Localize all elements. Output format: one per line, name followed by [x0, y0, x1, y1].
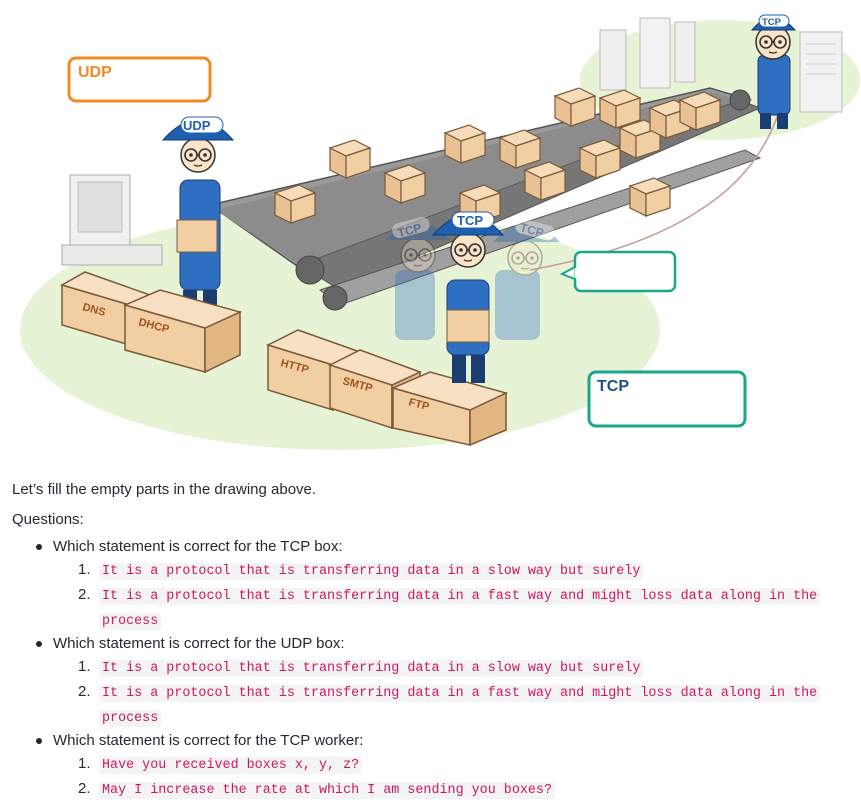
- option-item: 1. It is a protocol that is transferring…: [78, 558, 852, 583]
- question-text: Which statement is correct for the TCP w…: [53, 730, 852, 752]
- tcp-udp-illustration: UDP UDP DNS DHCP HTTP SMTP: [0, 0, 861, 470]
- option-item: 2. It is a protocol that is transferring…: [78, 583, 852, 633]
- option-item: 1. Have you received boxes x, y, z?: [78, 752, 852, 777]
- tcp-box-label: TCP: [597, 378, 629, 395]
- tcp-worker-cap-label: TCP: [457, 213, 483, 228]
- options-list: 1. Have you received boxes x, y, z? 2. M…: [53, 752, 852, 802]
- questions-heading: Questions:: [12, 510, 852, 530]
- option-number: 2.: [78, 680, 91, 703]
- tcp-worker-speech-bubble: [562, 252, 675, 291]
- udp-box-label: UDP: [78, 64, 112, 81]
- option-number: 1.: [78, 752, 91, 775]
- question-content: Let’s fill the empty parts in the drawin…: [12, 480, 852, 802]
- bullet-icon: [36, 738, 42, 744]
- option-item: 2. May I increase the rate at which I am…: [78, 777, 852, 802]
- option-item: 1. It is a protocol that is transferring…: [78, 655, 852, 680]
- udp-box: UDP: [69, 58, 210, 101]
- option-text: It is a protocol that is transferring da…: [99, 588, 820, 630]
- option-text: It is a protocol that is transferring da…: [99, 563, 643, 580]
- udp-worker-cap-label: UDP: [183, 118, 211, 133]
- question-text: Which statement is correct for the TCP b…: [53, 536, 852, 558]
- question-text: Which statement is correct for the UDP b…: [53, 633, 852, 655]
- computer-icon: [62, 175, 162, 265]
- question-item: Which statement is correct for the TCP b…: [12, 536, 852, 633]
- options-list: 1. It is a protocol that is transferring…: [53, 558, 852, 633]
- bullet-icon: [36, 641, 42, 647]
- questions-list: Which statement is correct for the TCP b…: [12, 536, 852, 802]
- option-text: It is a protocol that is transferring da…: [99, 660, 643, 677]
- option-text: May I increase the rate at which I am se…: [99, 782, 555, 799]
- question-item: Which statement is correct for the TCP w…: [12, 730, 852, 802]
- bullet-icon: [36, 544, 42, 550]
- question-item: Which statement is correct for the UDP b…: [12, 633, 852, 730]
- option-number: 2.: [78, 583, 91, 606]
- option-item: 2. It is a protocol that is transferring…: [78, 680, 852, 730]
- option-number: 2.: [78, 777, 91, 800]
- options-list: 1. It is a protocol that is transferring…: [53, 655, 852, 730]
- tcp-phone-worker-cap-label: TCP: [762, 17, 782, 28]
- option-text: Have you received boxes x, y, z?: [99, 757, 362, 774]
- option-number: 1.: [78, 558, 91, 581]
- intro-text: Let’s fill the empty parts in the drawin…: [12, 480, 852, 500]
- tcp-box: TCP: [589, 372, 745, 426]
- option-text: It is a protocol that is transferring da…: [99, 685, 820, 727]
- option-number: 1.: [78, 655, 91, 678]
